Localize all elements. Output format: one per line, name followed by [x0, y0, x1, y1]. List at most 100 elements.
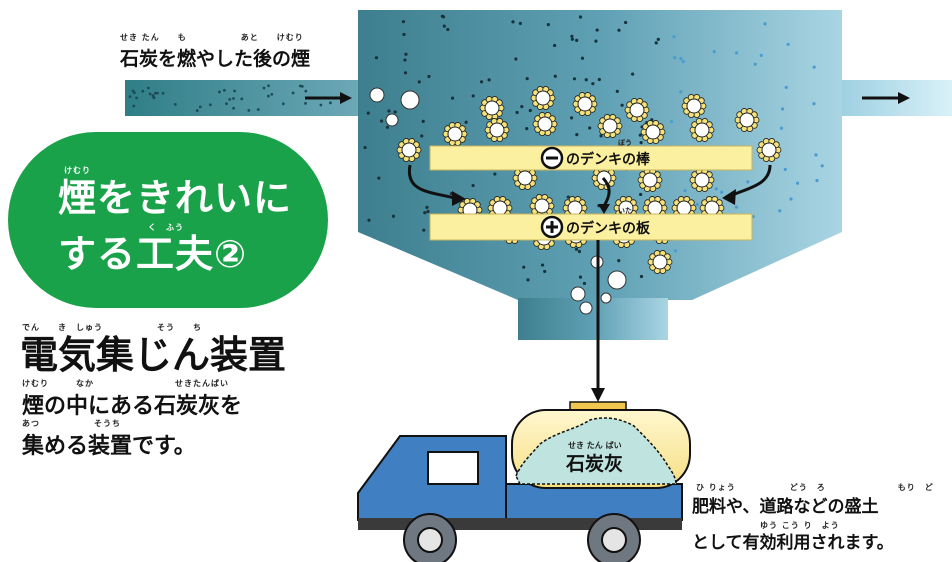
dust-speck — [493, 172, 497, 176]
duct-speck — [319, 103, 323, 107]
charged-particle — [734, 108, 760, 132]
dust-speck — [420, 134, 424, 138]
dust-speck — [617, 259, 621, 263]
dust-speck — [423, 211, 427, 215]
dust-speck — [401, 20, 406, 24]
dust-speck — [425, 205, 429, 210]
usage-ruby-2: ゆう こう り よう — [760, 521, 840, 530]
dust-speck — [522, 265, 526, 269]
duct-speck — [281, 102, 285, 106]
charged-particle — [442, 122, 468, 146]
charged-particle — [681, 94, 707, 118]
dust-speck — [679, 57, 683, 61]
dust-speck — [577, 249, 582, 254]
plate-label: のデンキの板 — [566, 220, 651, 237]
dust-speck — [599, 134, 603, 138]
charged-particle — [597, 114, 623, 138]
dust-speck — [620, 103, 624, 107]
duct-speck — [198, 105, 202, 109]
dust-speck — [570, 34, 574, 38]
dust-speck — [779, 126, 783, 130]
negative-rod — [429, 145, 753, 171]
dust-speck — [679, 90, 683, 94]
dust-speck — [683, 189, 687, 193]
dust-speck — [639, 192, 643, 197]
dust-particle — [607, 270, 627, 290]
dust-speck — [712, 49, 716, 54]
duct-speck — [232, 97, 235, 100]
usage-line-1: 肥料や、道路などの盛土 — [692, 497, 879, 517]
dust-speck — [783, 167, 787, 172]
device-desc-ruby-1: けむり なか せきたんばい — [22, 379, 229, 388]
dust-speck — [546, 23, 550, 27]
arrowhead-center — [598, 204, 610, 214]
dust-speck — [540, 263, 545, 267]
dust-speck — [695, 202, 699, 206]
dust-speck — [426, 209, 430, 214]
duct-speck — [267, 94, 270, 98]
ash-flow-arrowhead — [591, 388, 605, 402]
dust-speck — [789, 197, 793, 201]
device-desc-ruby-2: あつ そうち — [22, 419, 121, 428]
duct-speck — [304, 89, 308, 93]
rod-label: のデンキの棒 — [566, 151, 651, 168]
dust-speck — [525, 127, 529, 131]
hopper-outlet — [518, 298, 668, 340]
dust-speck — [673, 56, 677, 60]
dust-speck — [377, 176, 381, 180]
dust-speck — [638, 133, 642, 137]
dust-particle — [385, 113, 399, 127]
tank-ruby: せき たん ばい — [568, 440, 622, 450]
dust-speck — [734, 205, 738, 209]
charged-particle — [647, 250, 673, 274]
dust-speck — [815, 178, 819, 183]
charged-particle — [532, 112, 558, 136]
dust-speck — [575, 38, 579, 42]
badge-line-1: 煙をきれいに — [58, 176, 293, 220]
duct-speck — [161, 91, 165, 95]
dust-speck — [363, 145, 367, 150]
usage-line-2: として有効利用されます。 — [692, 533, 894, 553]
dust-speck — [812, 65, 816, 69]
dust-speck — [446, 27, 450, 32]
dust-speck — [639, 274, 644, 279]
charged-particle — [689, 118, 715, 142]
dust-speck — [672, 35, 676, 39]
duct-speck — [135, 96, 138, 100]
dust-speck — [553, 74, 557, 78]
dust-particle — [579, 301, 593, 315]
duct-speck — [156, 91, 159, 95]
dust-speck — [572, 77, 577, 81]
positive-plate — [429, 213, 753, 241]
truck — [357, 401, 691, 562]
dust-speck — [402, 32, 406, 37]
device-desc-line-1: 煙の中にある石炭灰を — [22, 394, 243, 419]
dust-speck — [442, 24, 446, 28]
duct-speck — [247, 109, 251, 112]
device-title: 電気集じん装置 — [20, 333, 287, 377]
dust-speck — [654, 41, 658, 45]
dust-speck — [591, 82, 595, 86]
charged-particle — [624, 98, 650, 122]
dust-speck — [656, 37, 660, 41]
dust-speck — [584, 78, 588, 82]
badge-line-2: する工夫② — [58, 232, 248, 276]
dust-speck — [566, 195, 570, 199]
dust-speck — [669, 120, 674, 124]
plate-ruby: いた — [618, 206, 632, 215]
dust-speck — [528, 108, 532, 113]
dust-speck — [385, 125, 389, 129]
duct-speck — [208, 103, 212, 107]
dust-speck — [681, 59, 685, 64]
inlet-arrow — [305, 92, 352, 104]
smoke-inlet-label: 石炭を燃やした後の煙 — [120, 48, 311, 70]
dust-speck — [639, 141, 643, 145]
dust-speck — [784, 85, 788, 90]
dust-speck — [450, 96, 455, 100]
dust-speck — [511, 20, 515, 24]
dust-speck — [404, 52, 408, 56]
charged-particle — [699, 196, 725, 220]
duct-speck — [228, 97, 232, 101]
dust-speck — [552, 43, 557, 48]
arrowhead-right — [722, 189, 736, 205]
